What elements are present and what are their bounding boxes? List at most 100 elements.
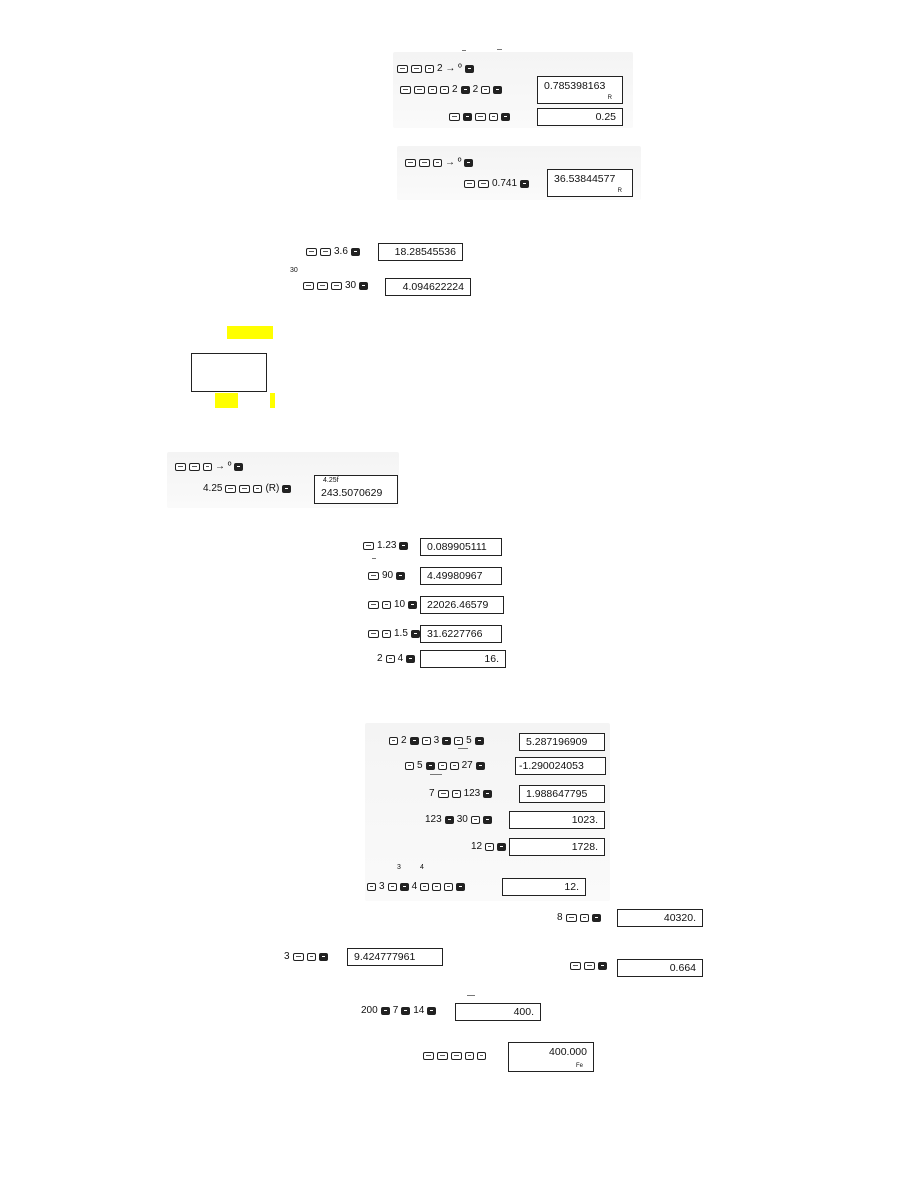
- digit-key-icon: [477, 1052, 486, 1060]
- display-indicator: 4.25f: [323, 477, 339, 484]
- calculator-display: 0.785398163 R: [537, 76, 623, 104]
- mode-key-icon: [411, 65, 422, 73]
- key-sequence-text: 2: [401, 735, 407, 746]
- key-row: → º: [405, 152, 474, 174]
- display-value: 4.094622224: [402, 281, 464, 293]
- key-sequence-text: 30: [456, 814, 468, 825]
- plus-key-icon: [425, 762, 435, 770]
- exp-key-icon: [382, 601, 391, 609]
- key-sequence-text: 30: [345, 280, 357, 291]
- equals-key-icon: [474, 737, 484, 745]
- sqrt-key-icon: [454, 737, 464, 745]
- digit-key-icon: [253, 485, 263, 493]
- calculator-display: 40320.: [617, 909, 703, 927]
- sqrt-key-icon: [389, 737, 398, 745]
- power-key-icon: [387, 883, 397, 891]
- equals-key-icon: [350, 248, 360, 256]
- digit-key-icon: [433, 159, 442, 167]
- display-value: -1.290024053: [519, 760, 584, 772]
- root-key-icon: [451, 790, 461, 798]
- highlight-mark: [270, 393, 275, 408]
- key-row: 1.5: [368, 623, 420, 645]
- key-sequence-text: 27: [461, 760, 473, 771]
- key-row: 8: [557, 907, 601, 929]
- key-row: 3 4: [367, 876, 466, 898]
- digit-key-icon: [425, 65, 434, 73]
- key-sequence-text: 3: [379, 881, 385, 892]
- mode-key-icon: [419, 159, 430, 167]
- key-sequence-text: 2: [377, 653, 383, 664]
- inverse-trig-key-icon: [478, 180, 489, 188]
- shift-key-icon: [292, 953, 304, 961]
- calculator-display: 4.49980967: [420, 567, 502, 585]
- mode-key-icon: [175, 463, 186, 471]
- shift-key-icon: [225, 485, 237, 493]
- calculator-display: 12.: [502, 878, 586, 896]
- indicator-key-icon: [464, 65, 474, 73]
- calculator-display: 9.424777961: [347, 948, 443, 966]
- mode-key-icon: [437, 1052, 448, 1060]
- key-sequence-text: 5: [417, 760, 423, 771]
- calculator-display: 400.: [455, 1003, 541, 1021]
- equals-key-icon: [483, 790, 493, 798]
- key-sequence-text: 5: [466, 735, 472, 746]
- display-indicator: R: [607, 95, 612, 101]
- calculator-display: 1023.: [509, 811, 605, 829]
- display-value: 36.53844577: [554, 173, 616, 185]
- calculator-display: 0.089905111: [420, 538, 502, 556]
- display-value: 0.664: [669, 962, 696, 974]
- key-row: [423, 1045, 486, 1067]
- display-value: 9.424777961: [354, 951, 416, 963]
- key-sequence-text: 0.741: [492, 178, 518, 189]
- cos-key-icon: [331, 282, 342, 290]
- shift-key-icon: [464, 180, 475, 188]
- equals-key-icon: [396, 572, 406, 580]
- sqrt-key-icon: [440, 86, 449, 94]
- key-sequence-text: 7: [392, 1005, 399, 1016]
- scan-mark: [458, 748, 468, 749]
- key-sequence-text: → º: [215, 461, 232, 472]
- key-row: 200 7 14: [361, 1000, 437, 1022]
- reciprocal-key-icon: [470, 816, 480, 824]
- mode-key-icon: [423, 1052, 434, 1060]
- key-sequence-text: 2: [452, 84, 458, 95]
- equals-key-icon: [408, 601, 418, 609]
- multiply-key-icon: [442, 737, 452, 745]
- scan-mark: [462, 50, 466, 51]
- key-row: 12: [471, 836, 507, 858]
- equals-key-icon: [598, 962, 607, 970]
- hyp-key-icon: [306, 248, 317, 256]
- key-sequence-text: → º: [445, 157, 462, 168]
- equals-key-icon: [493, 86, 503, 94]
- display-value: 1.988647795: [526, 788, 588, 800]
- key-row: [449, 106, 510, 128]
- digit-key-icon: [203, 463, 212, 471]
- multiply-key-icon: [401, 1007, 411, 1015]
- key-row: 4.25 (R): [203, 478, 292, 500]
- calculator-display: 36.53844577 R: [547, 169, 633, 197]
- calculator-display: 0.664: [617, 959, 703, 977]
- key-sequence-text: 7: [429, 788, 435, 799]
- mode-key-icon: [405, 159, 416, 167]
- divide-key-icon: [380, 1007, 390, 1015]
- key-sequence-text: 4: [397, 653, 404, 664]
- calculator-display: 4.094622224: [385, 278, 471, 296]
- square-key-icon: [405, 762, 414, 770]
- key-row: 2 4: [377, 648, 416, 670]
- key-row: 0.741: [464, 173, 530, 195]
- sign-key-icon: [449, 762, 459, 770]
- scan-label: 30: [290, 267, 298, 274]
- drg-key-icon: [239, 485, 251, 493]
- equals-key-icon: [591, 914, 601, 922]
- digit-key-icon: [428, 86, 437, 94]
- power-key-icon: [385, 655, 395, 663]
- scan-mark: [497, 49, 502, 50]
- display-value: 31.6227766: [427, 628, 483, 640]
- key-sequence-text: 90: [382, 570, 394, 581]
- shift-key-icon: [437, 790, 449, 798]
- shift-key-icon: [400, 86, 411, 94]
- digit-key-icon: [465, 1052, 474, 1060]
- key-sequence-text: 2 → º: [437, 63, 462, 74]
- key-row: 90: [368, 565, 406, 587]
- key-sequence-text: (R): [265, 483, 280, 494]
